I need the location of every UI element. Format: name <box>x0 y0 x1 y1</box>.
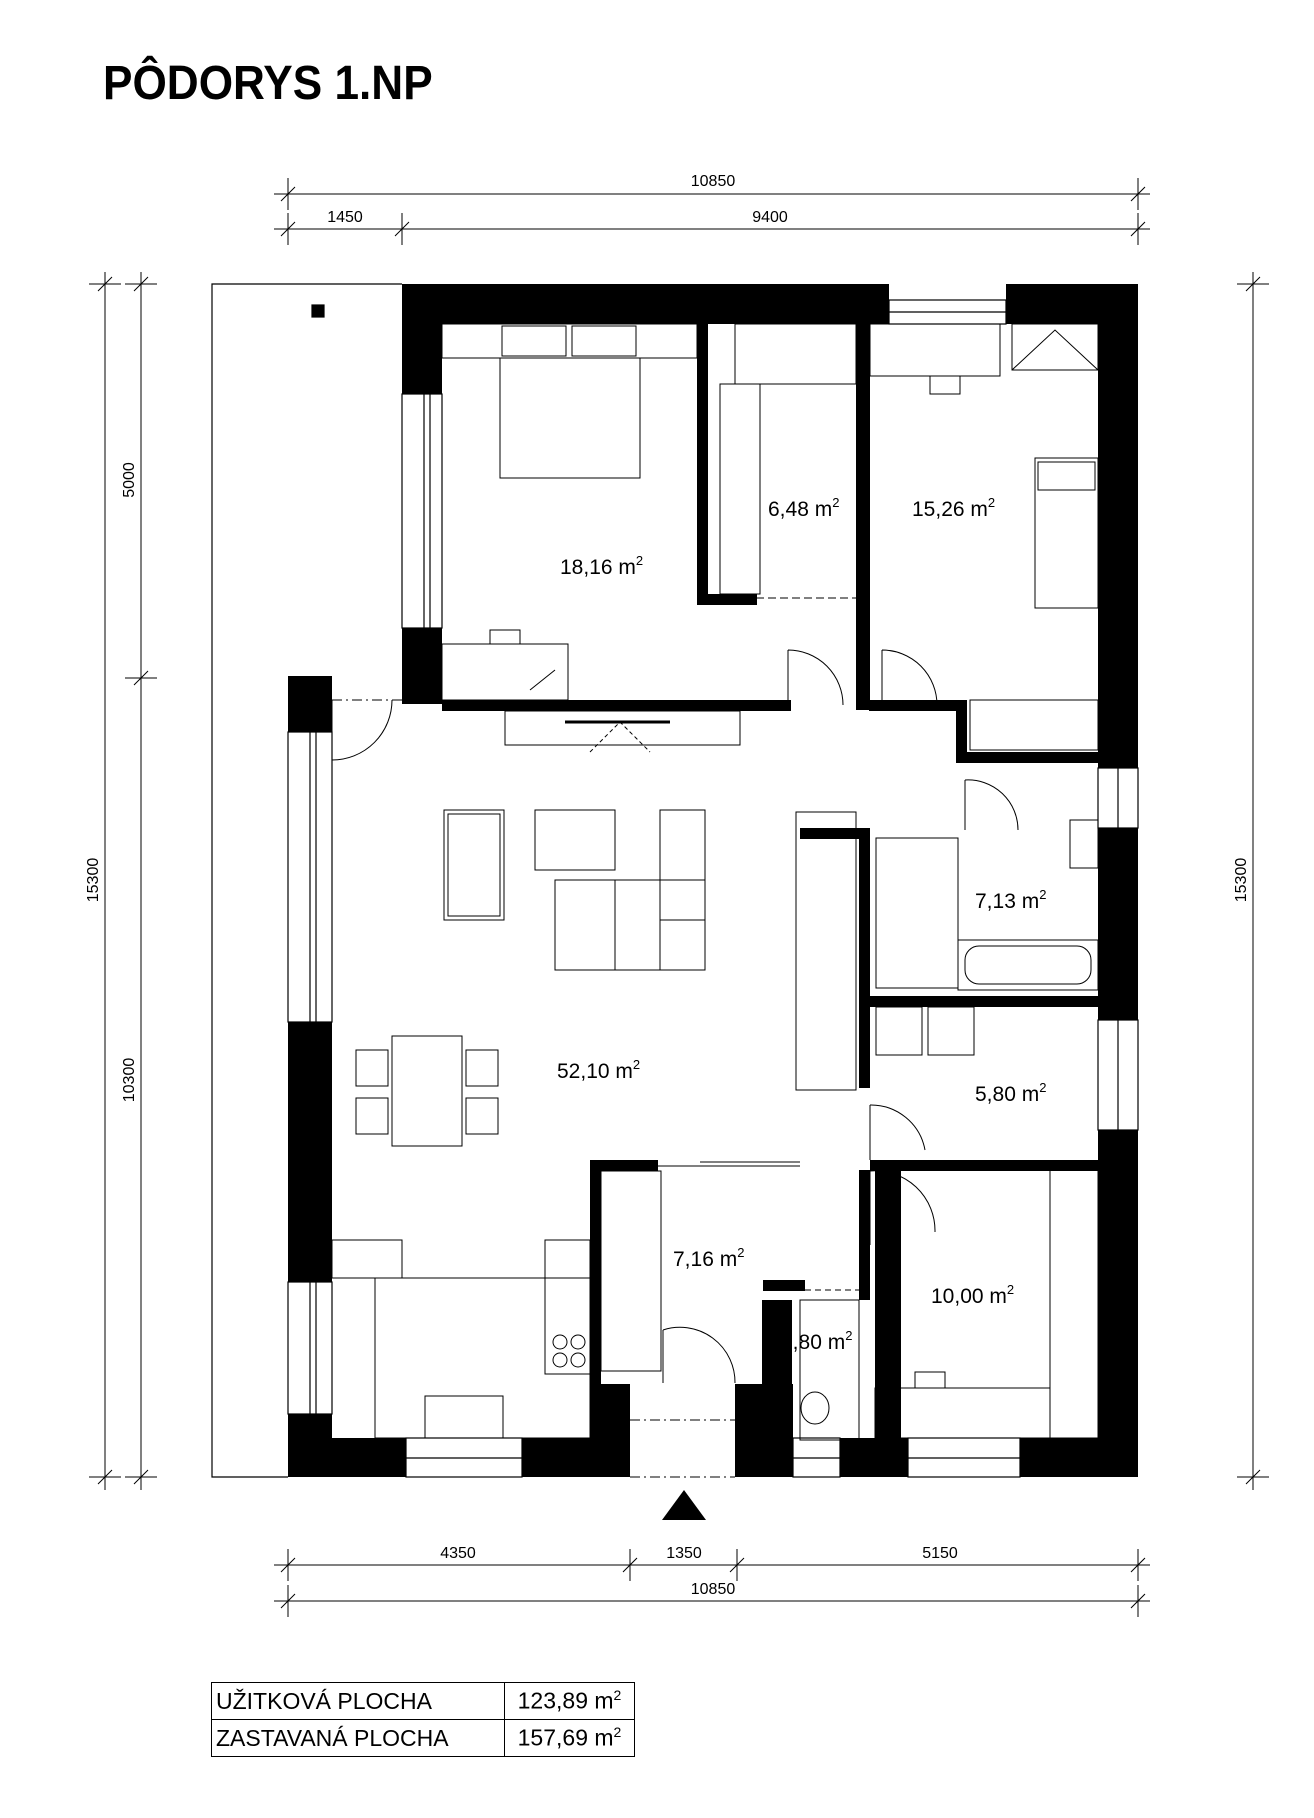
room-area-ne: 15,26 m2 <box>912 495 995 521</box>
summary-label: ZASTAVANÁ PLOCHA <box>211 1719 505 1757</box>
dim-left-lower: 10300 <box>121 1058 138 1103</box>
walls <box>288 284 1138 1477</box>
table-row: ZASTAVANÁ PLOCHA 157,69 m2 <box>211 1719 635 1757</box>
room-area-living: 52,10 m2 <box>557 1057 640 1083</box>
dim-bottom-mid: 1350 <box>666 1545 702 1562</box>
terrace-outline <box>211 283 402 1478</box>
dim-bottom-right: 5150 <box>922 1545 958 1562</box>
entrance-arrow-icon <box>662 1490 706 1520</box>
furniture <box>331 323 1099 1441</box>
summary-label: UŽITKOVÁ PLOCHA <box>211 1682 505 1720</box>
room-area-wardrobe: 6,48 m2 <box>768 495 839 521</box>
room-area-wc: 1,80 m2 <box>781 1328 852 1354</box>
doors <box>331 597 1019 1478</box>
table-row: UŽITKOVÁ PLOCHA 123,89 m2 <box>211 1682 635 1720</box>
room-area-bathroom: 7,13 m2 <box>975 887 1046 913</box>
dim-bottom-total: 10850 <box>691 1581 736 1598</box>
area-summary-table: UŽITKOVÁ PLOCHA 123,89 m2 ZASTAVANÁ PLOC… <box>211 1682 635 1757</box>
page-title: PÔDORYS 1.NP <box>103 57 433 110</box>
dim-left-total: 15300 <box>85 858 102 903</box>
room-area-utility: 5,80 m2 <box>975 1080 1046 1106</box>
room-area-hall: 7,16 m2 <box>673 1245 744 1271</box>
dim-bottom-left: 4350 <box>440 1545 476 1562</box>
summary-value: 123,89 m2 <box>504 1682 635 1720</box>
dimension-lines <box>89 178 1269 1617</box>
summary-value: 157,69 m2 <box>504 1719 635 1757</box>
room-area-bedroom: 18,16 m2 <box>560 553 643 579</box>
windows <box>287 299 1139 1478</box>
dim-top-total: 10850 <box>691 173 736 190</box>
dim-left-upper: 5000 <box>121 462 138 498</box>
dim-top-right: 9400 <box>752 209 788 226</box>
dim-right-total: 15300 <box>1233 858 1250 903</box>
room-area-se: 10,00 m2 <box>931 1282 1014 1308</box>
dim-top-left: 1450 <box>327 209 363 226</box>
